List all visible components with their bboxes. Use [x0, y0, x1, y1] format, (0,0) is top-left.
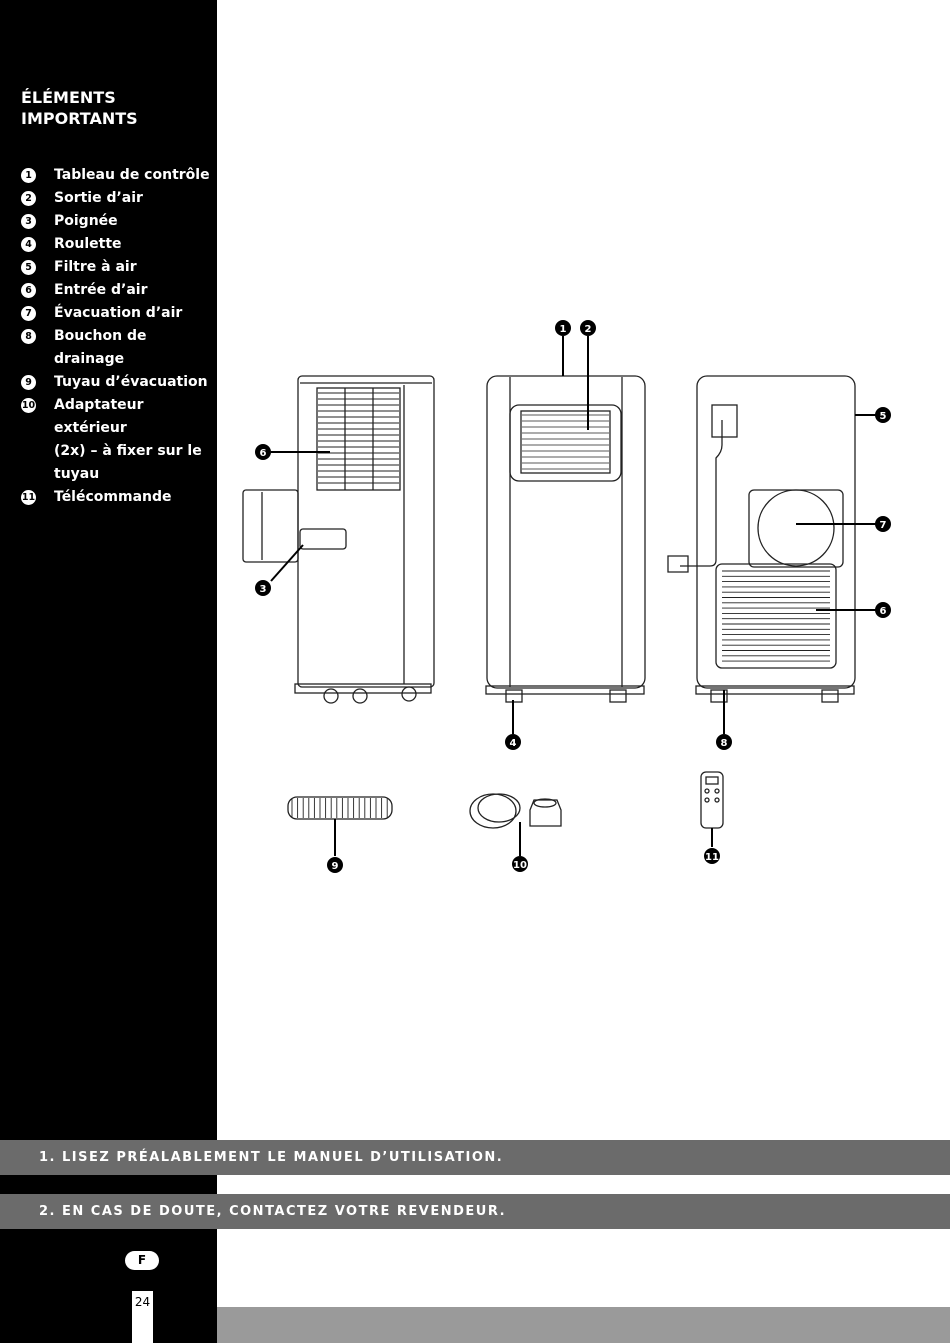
callout-11: 11	[704, 848, 720, 864]
item-number: 11	[21, 490, 36, 505]
callout-8: 8	[716, 734, 732, 750]
item-label: Filtre à air	[54, 259, 137, 275]
item-label: Évacuation d’air	[54, 305, 183, 321]
item-label: tuyau	[54, 466, 100, 482]
callout-markers: 1 2 3 4 5 6 6 7 8 9 10 11	[255, 320, 891, 873]
parts-list-item: 5 Filtre à air	[21, 256, 213, 279]
front-view-unit	[485, 375, 646, 703]
svg-text:4: 4	[510, 738, 517, 749]
parts-list-item-continuation: (2x) – à fixer sur le	[21, 440, 213, 463]
item-label: Tuyau d’évacuation	[54, 374, 208, 390]
sidebar: ÉLÉMENTS IMPORTANTS 1 Tableau de contrôle…	[0, 0, 217, 1343]
callout-7: 7	[875, 516, 891, 532]
callout-3: 3	[255, 580, 271, 596]
parts-list-item: 1 Tableau de contrôle	[21, 164, 213, 187]
svg-text:11: 11	[705, 852, 719, 863]
callout-2: 2	[580, 320, 596, 336]
exhaust-hose	[287, 796, 393, 820]
page-number: 24	[134, 1295, 151, 1309]
item-number: 9	[21, 375, 36, 390]
item-number: 4	[21, 237, 36, 252]
title-line-2: IMPORTANTS	[21, 109, 138, 128]
item-number: 10	[21, 398, 36, 413]
language-badge: F	[125, 1251, 159, 1270]
title-line-1: ÉLÉMENTS	[21, 88, 116, 107]
parts-list-item-continuation: tuyau	[21, 463, 213, 486]
window-adapter	[469, 793, 562, 829]
svg-text:3: 3	[260, 584, 267, 595]
parts-list-item: 2 Sortie d’air	[21, 187, 213, 210]
svg-text:6: 6	[880, 606, 887, 617]
parts-list-item: 7 Évacuation d’air	[21, 302, 213, 325]
hose-ribs	[291, 798, 388, 818]
item-label: Bouchon de drainage	[54, 328, 147, 367]
item-label: Sortie d’air	[54, 190, 143, 206]
item-number: 1	[21, 168, 36, 183]
item-label: Poignée	[54, 213, 118, 229]
callout-6-back: 6	[875, 602, 891, 618]
back-view-unit	[667, 375, 856, 703]
svg-text:6: 6	[260, 448, 267, 459]
air-conditioner-diagram: 1 2 3 4 5 6 6 7 8 9 10 11	[242, 320, 891, 873]
instruction-banner-2: 2. EN CAS DE DOUTE, CONTACTEZ VOTRE REVE…	[0, 1194, 950, 1229]
side-grille-lines	[318, 392, 399, 484]
parts-list-item: 10 Adaptateur extérieur	[21, 394, 213, 440]
item-number: 8	[21, 329, 36, 344]
svg-text:2: 2	[585, 324, 592, 335]
callout-5: 5	[875, 407, 891, 423]
instruction-banner-1: 1. LISEZ PRÉALABLEMENT LE MANUEL D’UTILI…	[0, 1140, 950, 1175]
item-number: 7	[21, 306, 36, 321]
callout-4: 4	[505, 734, 521, 750]
parts-list-item: 8 Bouchon de drainage	[21, 325, 213, 371]
item-number: 6	[21, 283, 36, 298]
section-title: ÉLÉMENTS IMPORTANTS	[21, 87, 138, 129]
parts-list: 1 Tableau de contrôle 2 Sortie d’air 3 Poig…	[21, 164, 213, 509]
item-label: Adaptateur extérieur	[54, 397, 144, 436]
callout-1: 1	[555, 320, 571, 336]
svg-text:10: 10	[513, 860, 527, 871]
svg-text:1: 1	[560, 324, 567, 335]
remote-control	[700, 771, 724, 829]
item-number: 2	[21, 191, 36, 206]
page-number-box: 24	[132, 1291, 153, 1343]
svg-text:7: 7	[880, 520, 887, 531]
item-label: Entrée d’air	[54, 282, 148, 298]
item-number: 3	[21, 214, 36, 229]
parts-list-item: 6 Entrée d’air	[21, 279, 213, 302]
callout-10: 10	[512, 856, 528, 872]
item-label: Télécommande	[54, 489, 172, 505]
item-label: Tableau de contrôle	[54, 167, 210, 183]
leader-lines	[270, 336, 876, 856]
side-view-unit	[242, 375, 435, 704]
item-label: Roulette	[54, 236, 122, 252]
svg-text:9: 9	[332, 861, 339, 872]
item-number: 5	[21, 260, 36, 275]
parts-list-item: 9 Tuyau d’évacuation	[21, 371, 213, 394]
svg-text:8: 8	[721, 738, 728, 749]
parts-list-item: 11 Télécommande	[21, 486, 213, 509]
svg-text:5: 5	[880, 411, 887, 422]
item-label: (2x) – à fixer sur le	[54, 443, 202, 459]
back-grille-lines	[722, 570, 830, 662]
parts-list-item: 4 Roulette	[21, 233, 213, 256]
parts-list-item: 3 Poignée	[21, 210, 213, 233]
callout-6-side: 6	[255, 444, 271, 460]
callout-9: 9	[327, 857, 343, 873]
front-grille-lines	[522, 414, 609, 470]
footer-bar	[217, 1307, 950, 1343]
